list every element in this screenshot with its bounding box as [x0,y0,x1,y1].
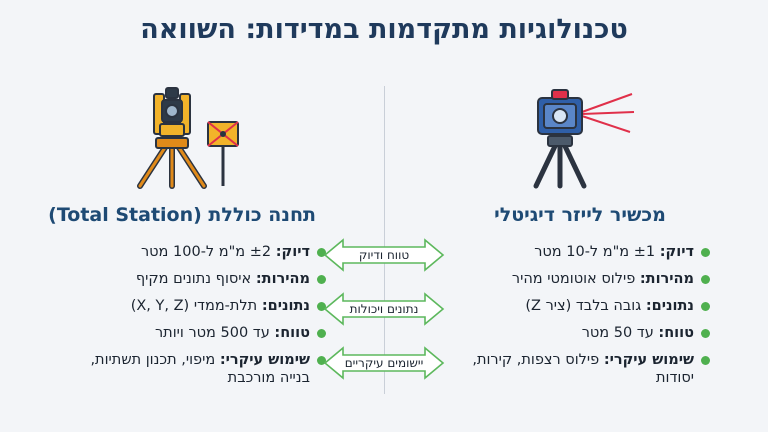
list-item: נתונים: גובה בלבד (ציר Z) [450,297,710,315]
center-divider [384,86,385,394]
bullet-icon [317,275,326,284]
total-station-heading: תחנה כוללת (Total Station) [48,204,316,226]
double-arrow-icon [323,238,445,272]
list-item: מהירות: איסוף נתונים מקיף [90,270,326,288]
bullet-icon [701,329,710,338]
list-item: שימוש עיקרי: פילוס רצפות, קירות, יסודות [450,351,710,387]
page-title: טכנולוגיות מתקדמות במדידות: השוואה [140,14,628,45]
prism-target-icon [207,121,239,147]
bullet-icon [701,356,710,365]
comparison-arrow-data: נתונים ויכולות [323,292,445,326]
total-station-spec-list: דיוק: ±2 מ"מ ל-100 מטר מהירות: איסוף נתו… [90,243,326,396]
list-item: מהירות: פילוס אוטומטי מהיר [450,270,710,288]
bullet-icon [317,248,326,257]
laser-level-spec-list: דיוק: ±1 מ"מ ל-10 מטר מהירות: פילוס אוטו… [450,243,710,396]
bullet-icon [701,275,710,284]
bullet-icon [701,248,710,257]
list-item: טווח: עד 50 מטר [450,324,710,342]
laser-level-heading: מכשיר לייזר דיגיטלי [494,204,666,226]
bullet-icon [317,302,326,311]
total-station-icon [137,87,239,189]
comparison-arrow-applications: יישומים עיקריים [323,346,445,380]
list-item: דיוק: ±1 מ"מ ל-10 מטר [450,243,710,261]
list-item: טווח: עד 500 מטר ויותר [90,324,326,342]
list-item: שימוש עיקרי: מיפוי, תכנון תשתיות, בנייה … [90,351,326,387]
list-item: דיוק: ±2 מ"מ ל-100 מטר [90,243,326,261]
comparison-arrow-range: טווח ודיוק [323,238,445,272]
list-item: נתונים: תלת-ממדי (X, Y, Z) [90,297,326,315]
bullet-icon [317,356,326,365]
bullet-icon [317,329,326,338]
double-arrow-icon [323,292,445,326]
bullet-icon [701,302,710,311]
laser-level-icon [533,89,635,189]
double-arrow-icon [323,346,445,380]
